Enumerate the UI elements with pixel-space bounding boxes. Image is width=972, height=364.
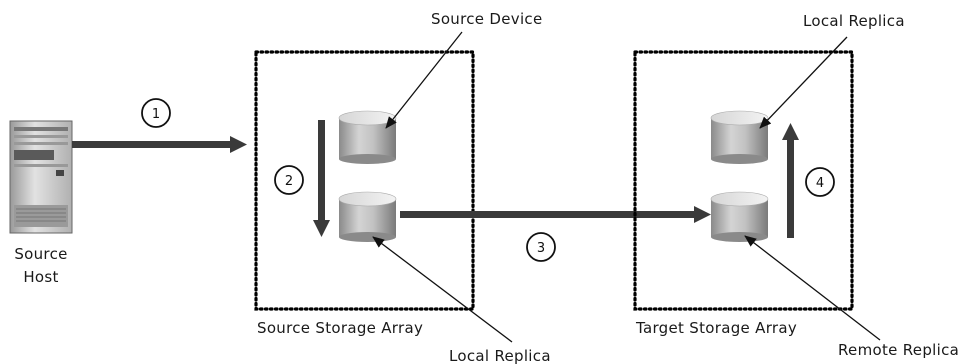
remote-replica-label: Remote Replica: [838, 341, 959, 359]
target-storage-array-label: Target Storage Array: [635, 319, 797, 337]
step-1-badge: 1: [141, 98, 171, 128]
target-storage-array-boundary: [633, 50, 854, 311]
arrow-remote-replication: [400, 206, 711, 223]
source-device-cylinder-icon: [338, 110, 397, 164]
remote-replica-cylinder-icon: [710, 191, 769, 242]
source-storage-array-label: Source Storage Array: [257, 319, 423, 337]
source-device-label: Source Device: [431, 10, 543, 28]
step-4-badge: 4: [805, 167, 835, 197]
target-local-replica-cylinder-icon: [710, 110, 769, 164]
source-device-callout-line: [385, 31, 463, 129]
source-local-replica-callout-line: [372, 236, 513, 343]
target-local-replica-label: Local Replica: [803, 12, 905, 30]
arrow-remote-to-local-replica: [782, 123, 799, 238]
remote-replica-callout-line: [744, 235, 881, 341]
step-3-badge: 3: [526, 232, 556, 262]
arrow-host-to-source-array: [72, 136, 247, 153]
source-host-label-line1: Source: [14, 245, 67, 263]
source-local-replica-label: Local Replica: [449, 347, 551, 364]
svg-text:2: 2: [285, 174, 293, 189]
step-2-badge: 2: [274, 165, 304, 195]
target-local-replica-callout-line: [759, 36, 848, 129]
svg-text:1: 1: [152, 107, 160, 122]
source-storage-array-boundary: [254, 50, 475, 311]
svg-text:3: 3: [537, 241, 545, 256]
server-tower-icon: [9, 120, 73, 234]
arrow-source-to-local-replica: [313, 120, 330, 237]
source-host-label-line2: Host: [23, 268, 58, 286]
svg-text:4: 4: [816, 176, 824, 191]
local-replica-cylinder-icon: [338, 191, 397, 242]
